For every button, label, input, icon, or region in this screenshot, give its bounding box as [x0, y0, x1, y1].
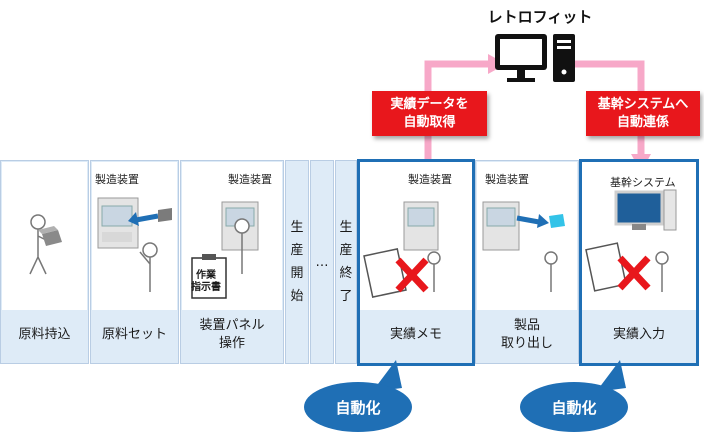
- start-char: 開: [290, 266, 304, 281]
- step-image-area: [582, 162, 696, 310]
- production-start: 生 産 開 始: [285, 160, 309, 364]
- step-product-takeout: 製品 取り出し: [475, 160, 579, 364]
- production-end: 生 産 終 了: [335, 160, 357, 364]
- step-result-input: 実績入力: [580, 160, 698, 364]
- start-char: 始: [290, 289, 304, 304]
- machine-with-arrow-icon: [97, 197, 172, 292]
- device-label: 製造装置: [95, 173, 139, 186]
- step-material-bring: 原料持込: [0, 160, 89, 364]
- computer-icon: [495, 34, 575, 82]
- machine-product-out-icon: [482, 201, 565, 292]
- end-char: 生: [339, 220, 353, 235]
- step-result-memo: 実績メモ: [358, 160, 474, 364]
- end-char: 産: [339, 243, 353, 258]
- step-label: 製品 取り出し: [500, 318, 553, 351]
- start-char: 産: [290, 243, 304, 258]
- step-material-set: 原料セット: [90, 160, 179, 364]
- step-image-area: [360, 162, 472, 310]
- device-label: 製造装置: [408, 173, 452, 186]
- callout-auto-acquire: 実績データを 自動取得: [372, 91, 487, 136]
- device-label: 製造装置: [485, 173, 529, 186]
- step-image-area: [92, 162, 177, 310]
- start-char: 生: [290, 220, 304, 235]
- machine-with-sheet-icon: [191, 201, 259, 299]
- end-char: 了: [339, 289, 353, 304]
- step-panel-operation: 装置パネル 操作: [180, 160, 284, 364]
- automation-bubble-2: 自動化: [520, 382, 628, 432]
- step-label: 装置パネル 操作: [199, 318, 265, 351]
- ellipsis: …: [315, 254, 329, 270]
- step-image-area: [182, 162, 282, 310]
- ellipsis-column: …: [310, 160, 334, 364]
- worker-carrying-box-icon: [29, 214, 62, 275]
- step-label: 原料セット: [101, 327, 167, 342]
- step-label: 実績メモ: [389, 327, 442, 342]
- step-image-area: [2, 162, 87, 310]
- step-label: 原料持込: [18, 327, 71, 342]
- end-char: 終: [339, 266, 353, 281]
- step-label: 実績入力: [612, 327, 665, 342]
- callout-auto-link: 基幹システムへ 自動連係: [586, 91, 700, 136]
- automation-bubble-1: 自動化: [304, 382, 412, 432]
- system-crossed-icon: [585, 189, 677, 292]
- device-label: 製造装置: [228, 173, 272, 186]
- work-instruction-sheet: 作業 指示書: [191, 270, 221, 293]
- highlight-frame-memo: [357, 159, 475, 366]
- memo-crossed-icon: [363, 201, 441, 298]
- device-label: 基幹システム: [610, 176, 676, 189]
- highlight-frame-input: [579, 159, 699, 366]
- title: レトロフィット: [487, 8, 593, 26]
- step-image-area: [477, 162, 577, 310]
